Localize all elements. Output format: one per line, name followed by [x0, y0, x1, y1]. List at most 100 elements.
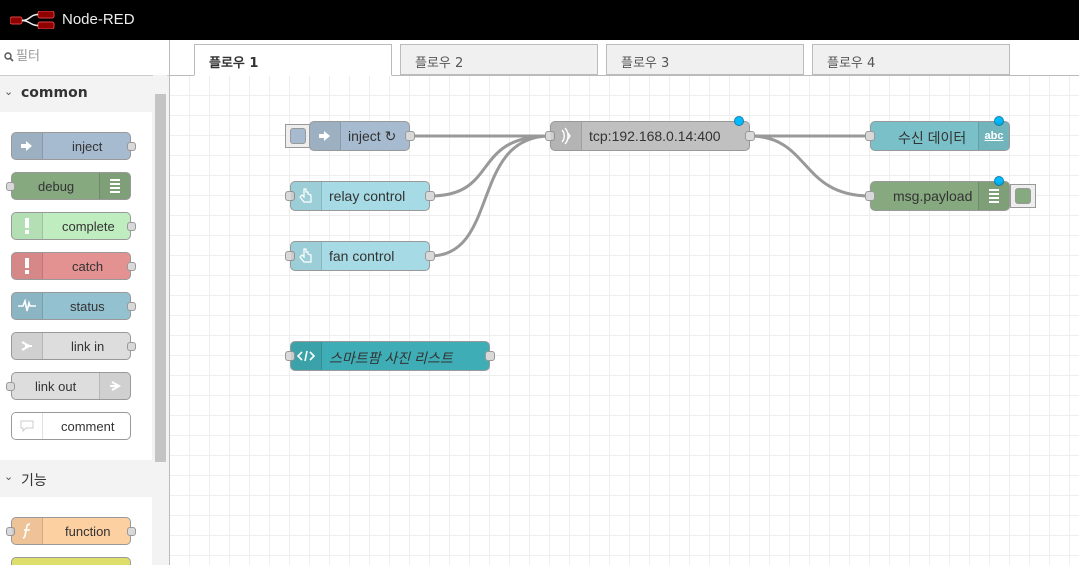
output-port[interactable] — [745, 131, 755, 141]
output-port[interactable] — [127, 527, 136, 536]
list-icon — [99, 173, 130, 199]
flow-node-relay-control[interactable]: relay control — [285, 181, 435, 211]
output-port[interactable] — [127, 302, 136, 311]
tab-flow-1[interactable]: 플로우 1 — [194, 44, 392, 76]
tab-label: 플로우 3 — [621, 56, 670, 71]
tab-flow-2[interactable]: 플로우 2 — [400, 44, 598, 75]
input-port[interactable] — [285, 191, 295, 201]
palette-node-catch[interactable]: catch — [11, 252, 136, 280]
output-port[interactable] — [425, 191, 435, 201]
input-port[interactable] — [285, 351, 295, 361]
palette-filter — [0, 40, 169, 76]
input-port[interactable] — [865, 191, 875, 201]
arrow-in-icon — [12, 133, 43, 159]
flow-node-debug[interactable]: msg.payload — [865, 176, 1010, 211]
node-label: 스마트팜 사진 리스트 — [329, 350, 453, 366]
input-port[interactable] — [6, 527, 15, 536]
inject-trigger-button[interactable] — [285, 124, 311, 148]
palette-node-label: link in — [71, 339, 105, 354]
input-port[interactable] — [545, 131, 555, 141]
output-port[interactable] — [127, 142, 136, 151]
palette-node-label: debug — [38, 179, 75, 194]
palette-node-label: comment — [61, 419, 115, 434]
palette-node-next[interactable] — [11, 557, 131, 565]
flow-node-tcp-request[interactable]: tcp:192.168.0.14:400 — [545, 116, 755, 151]
chevron-down-icon: ⌄ — [4, 85, 14, 98]
palette-node-label: function — [65, 524, 111, 539]
tab-flow-4[interactable]: 플로우 4 — [812, 44, 1010, 75]
palette-node-debug[interactable]: debug — [6, 172, 131, 200]
node-label: 수신 데이터 — [898, 130, 967, 146]
node-red-logo-icon — [10, 11, 55, 29]
palette-node-status[interactable]: status — [11, 292, 136, 320]
wire-fan-tcp — [429, 134, 551, 258]
output-port[interactable] — [485, 351, 495, 361]
palette-node-comment[interactable]: comment — [11, 412, 131, 440]
output-port[interactable] — [405, 131, 415, 141]
speech-bubble-icon — [12, 413, 43, 439]
changed-indicator — [734, 116, 744, 126]
category-body-common: inject debug complete catch — [0, 112, 152, 460]
wire-tcp-debug — [749, 134, 871, 198]
code-icon — [291, 342, 322, 370]
input-port[interactable] — [865, 131, 875, 141]
node-label: tcp:192.168.0.14:400 — [589, 128, 721, 144]
alert-icon — [12, 253, 43, 279]
node-label: inject ↻ — [348, 128, 397, 144]
input-port[interactable] — [285, 251, 295, 261]
arrow-in-icon — [310, 122, 341, 150]
palette-node-label: inject — [72, 139, 103, 154]
workspace-tabs: 플로우 1 플로우 2 플로우 3 플로우 4 — [170, 40, 1079, 76]
palette-node-inject[interactable]: inject — [11, 132, 136, 160]
output-port[interactable] — [425, 251, 435, 261]
palette-filter-input[interactable] — [16, 49, 156, 64]
pulse-icon — [12, 293, 43, 319]
palette-node-complete[interactable]: complete — [11, 212, 136, 240]
debug-toggle-button[interactable] — [1010, 184, 1036, 208]
tab-label: 플로우 4 — [827, 56, 876, 71]
flow-canvas[interactable]: inject ↻ relay control fan control — [170, 76, 1079, 565]
palette-node-link-out[interactable]: link out — [6, 372, 131, 400]
palette-node-function[interactable]: function — [6, 517, 136, 545]
palette-node-label: status — [70, 299, 105, 314]
wires-layer — [410, 134, 871, 258]
input-port[interactable] — [6, 382, 15, 391]
bridge-icon — [551, 122, 582, 150]
alert-icon — [12, 213, 43, 239]
category-label: 기능 — [21, 473, 47, 489]
category-header-function[interactable]: ⌄ 기능 — [0, 461, 152, 497]
flow-node-ui-text[interactable]: 수신 데이터 abc — [865, 116, 1010, 151]
list-icon — [978, 182, 1009, 210]
abc-icon: abc — [978, 122, 1009, 150]
tab-label: 플로우 1 — [209, 56, 259, 71]
flow-node-inject[interactable]: inject ↻ — [309, 121, 415, 151]
category-body-function: function — [0, 497, 152, 565]
tab-label: 플로우 2 — [415, 56, 464, 71]
output-port[interactable] — [127, 222, 136, 231]
palette-sidebar: ⌄ common inject debug complete — [0, 40, 170, 565]
node-label: relay control — [329, 188, 406, 204]
hand-pointer-icon — [291, 242, 322, 270]
output-port[interactable] — [127, 342, 136, 351]
output-port[interactable] — [127, 262, 136, 271]
node-label: msg.payload — [893, 188, 973, 204]
category-header-common[interactable]: ⌄ common — [0, 76, 152, 112]
palette-node-label: link out — [35, 379, 77, 394]
tab-flow-3[interactable]: 플로우 3 — [606, 44, 804, 75]
header-bar: Node-RED — [0, 0, 1079, 40]
flow-node-ui-template[interactable]: 스마트팜 사진 리스트 — [285, 341, 495, 371]
link-out-icon — [99, 373, 130, 399]
search-icon — [4, 52, 14, 62]
category-label: common — [21, 85, 88, 101]
hand-pointer-icon — [291, 182, 322, 210]
palette-node-label: catch — [72, 259, 104, 274]
changed-indicator — [994, 116, 1004, 126]
wire-relay-tcp — [429, 134, 551, 198]
palette-scrollbar-thumb[interactable] — [155, 94, 166, 462]
changed-indicator — [994, 176, 1004, 186]
app-title: Node-RED — [62, 11, 135, 28]
function-icon — [12, 518, 43, 544]
palette-node-link-in[interactable]: link in — [11, 332, 136, 360]
input-port[interactable] — [6, 182, 15, 191]
flow-node-fan-control[interactable]: fan control — [285, 241, 435, 271]
